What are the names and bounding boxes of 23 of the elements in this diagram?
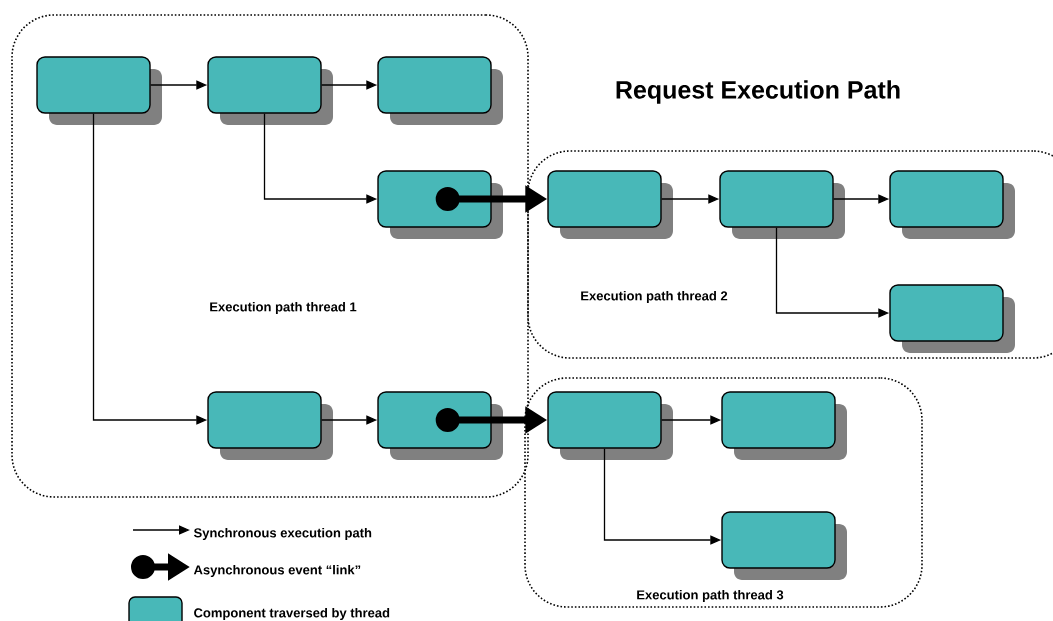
legend-label: Synchronous execution path (193, 527, 372, 541)
component-box (547, 170, 673, 239)
legend-label: Component traversed by thread (194, 607, 390, 621)
component-box (719, 170, 845, 239)
component-box (721, 391, 847, 460)
thread-region (524, 377, 923, 608)
component-box (36, 56, 162, 125)
component-box (377, 170, 503, 239)
component-box (889, 170, 1015, 239)
thread-region (527, 150, 1053, 359)
component-box (377, 56, 503, 125)
thread-label: Execution path thread 2 (581, 290, 728, 304)
component-box (377, 391, 503, 460)
legend-label: Asynchronous event “link” (193, 564, 361, 578)
component-box (721, 511, 847, 580)
component-box (547, 391, 673, 460)
component-box (889, 284, 1015, 353)
thread-label: Execution path thread 3 (637, 589, 784, 603)
thread-region (11, 14, 529, 498)
component-box (207, 391, 333, 460)
component-box (207, 56, 333, 125)
thread-label: Execution path thread 1 (210, 301, 357, 315)
title: Request Execution Path (616, 80, 900, 104)
